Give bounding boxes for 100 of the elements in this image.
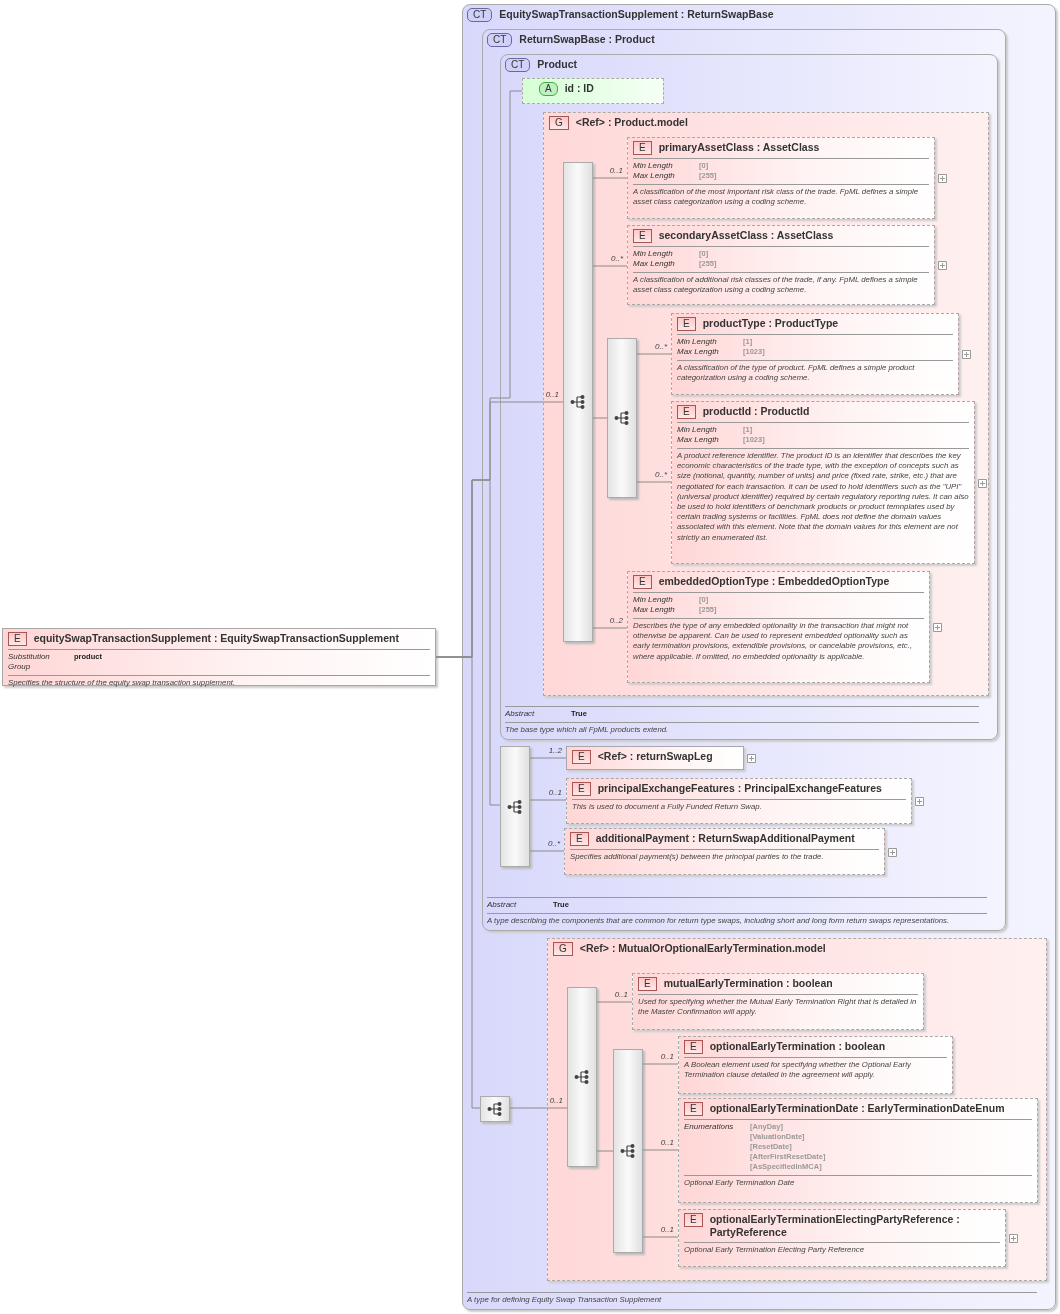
multiplicity-label: 0..1 — [548, 788, 562, 798]
multiplicity-label: 0..* — [548, 839, 560, 849]
connector-line — [642, 1236, 679, 1238]
property-label: Abstract — [505, 708, 536, 719]
property-label: Min Length — [633, 161, 674, 171]
element-name: principalExchangeFeatures : PrincipalExchangeFeatures — [597, 782, 882, 795]
property-label: Min Length — [633, 249, 674, 259]
element-box — [566, 746, 744, 770]
property-label: Enumerations — [684, 1122, 735, 1133]
element-name: equitySwapTransactionSupplement : EquitySwapTransactionSupplement — [33, 632, 399, 645]
connector-line — [596, 1001, 633, 1003]
connector-line — [435, 656, 481, 1109]
element-box — [678, 1209, 1006, 1267]
connector-line — [592, 417, 608, 419]
element-name: additionalPayment : ReturnSwapAdditionalPayment — [595, 832, 855, 845]
type-badge: G — [549, 116, 569, 130]
property-label: Substitution Group — [8, 652, 51, 672]
type-badge: E — [570, 832, 589, 846]
element-name: <Ref> : Product.model — [575, 116, 688, 129]
property-label: Max Length — [677, 435, 720, 445]
type-badge: E — [684, 1213, 703, 1227]
multiplicity-label: 0..* — [611, 254, 623, 264]
complex-type-box — [482, 29, 1006, 931]
connector-line — [642, 1063, 679, 1065]
compositor-box — [607, 338, 637, 498]
property-label: Max Length — [633, 605, 676, 615]
complex-type-box — [500, 54, 998, 740]
type-badge: E — [677, 317, 696, 331]
element-name: Product — [537, 58, 577, 71]
connector-line — [509, 1107, 568, 1109]
element-box — [2, 628, 436, 686]
group-box — [547, 938, 1047, 1281]
connector-line — [636, 481, 672, 483]
multiplicity-label: 0..1 — [660, 1138, 674, 1148]
attribute-box — [522, 78, 664, 104]
element-name: ReturnSwapBase : Product — [519, 33, 655, 46]
group-box — [543, 112, 989, 696]
connector-line — [592, 177, 628, 179]
element-name: optionalEarlyTermination : boolean — [709, 1040, 886, 1053]
type-badge: E — [684, 1040, 703, 1054]
type-badge: CT — [487, 33, 513, 47]
element-name: primaryAssetClass : AssetClass — [658, 141, 820, 154]
element-name: <Ref> : returnSwapLeg — [597, 750, 713, 763]
multiplicity-label: 0..* — [655, 470, 667, 480]
element-box — [627, 571, 930, 683]
element-name: EquitySwapTransactionSupplement : ReturnSwapBase — [499, 8, 774, 21]
connector-line — [529, 757, 567, 759]
property-label: Min Length — [633, 595, 674, 605]
element-name: productId : ProductId — [702, 405, 810, 418]
element-name: mutualEarlyTermination : boolean — [663, 977, 833, 990]
compositor-box — [480, 1096, 510, 1122]
type-badge: E — [684, 1102, 703, 1116]
connector-line — [529, 799, 567, 801]
element-box — [671, 313, 959, 395]
multiplicity-label: 0..1 — [549, 1096, 563, 1106]
multiplicity-label: 0..1 — [609, 166, 623, 176]
multiplicity-label: 0..1 — [660, 1052, 674, 1062]
type-badge: E — [633, 141, 652, 155]
property-label: Max Length — [677, 347, 720, 357]
type-badge: E — [8, 632, 27, 646]
multiplicity-label: 0..* — [655, 342, 667, 352]
connector-line — [642, 1149, 679, 1151]
element-name: id : ID — [564, 82, 594, 95]
compositor-box — [563, 162, 593, 642]
type-badge: CT — [505, 58, 531, 72]
element-box — [566, 778, 912, 824]
type-badge: A — [539, 82, 558, 96]
complex-type-box — [462, 4, 1056, 1310]
type-badge: G — [553, 942, 573, 956]
element-name: secondaryAssetClass : AssetClass — [658, 229, 834, 242]
connector-line — [636, 353, 672, 355]
compositor-box — [567, 987, 597, 1167]
element-box — [671, 401, 975, 564]
compositor-box — [613, 1049, 643, 1253]
element-box — [632, 973, 924, 1030]
multiplicity-label: 0..1 — [545, 390, 559, 400]
connector-line — [592, 627, 628, 629]
element-box — [678, 1098, 1038, 1203]
multiplicity-label: 0..2 — [609, 616, 623, 626]
property-label: Min Length — [677, 337, 718, 347]
element-name: productType : ProductType — [702, 317, 839, 330]
type-badge: E — [638, 977, 657, 991]
type-badge: E — [572, 750, 591, 764]
property-label: Max Length — [633, 171, 676, 181]
connector-line — [529, 850, 565, 852]
property-label: Max Length — [633, 259, 676, 269]
type-badge: E — [572, 782, 591, 796]
element-box — [627, 137, 935, 219]
element-name: <Ref> : MutualOrOptionalEarlyTermination.model — [579, 942, 826, 955]
type-badge: E — [633, 229, 652, 243]
multiplicity-label: 0..1 — [660, 1225, 674, 1235]
type-badge: E — [633, 575, 652, 589]
element-name: optionalEarlyTerminationElectingPartyReference : PartyReference — [709, 1213, 961, 1239]
type-badge: E — [677, 405, 696, 419]
multiplicity-label: 0..1 — [614, 990, 628, 1000]
element-box — [564, 828, 885, 875]
compositor-box — [500, 746, 530, 867]
element-name: embeddedOptionType : EmbeddedOptionType — [658, 575, 890, 588]
connector-line — [592, 265, 628, 267]
connector-line — [596, 1150, 614, 1152]
